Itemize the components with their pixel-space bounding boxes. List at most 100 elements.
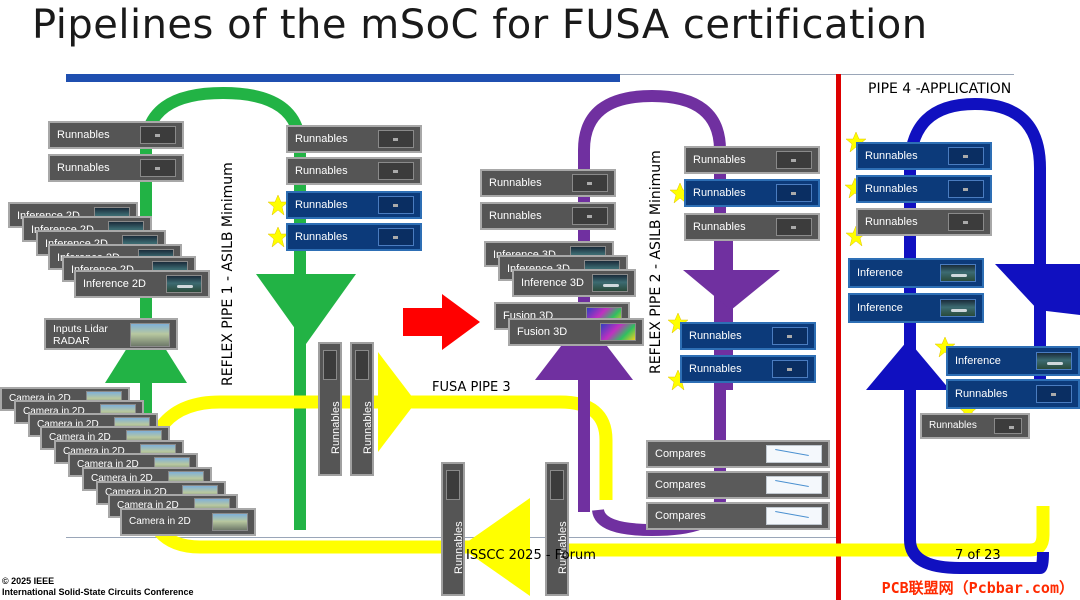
- runnables-block: Runnables: [286, 157, 422, 185]
- star-group: [267, 131, 979, 421]
- block-label: Fusion 3D: [517, 326, 568, 338]
- thumbnail: [994, 418, 1022, 434]
- block-label: Inference 3D: [521, 277, 584, 289]
- block-label: Camera in 2D: [117, 500, 179, 511]
- block-label: Camera in 2D: [91, 473, 153, 484]
- pipe-1-arrow-down: [256, 274, 356, 344]
- block-label: Runnables: [330, 401, 342, 454]
- pipe-3-bottom: [560, 506, 1050, 557]
- runnables-vertical-block: Runnables: [350, 342, 374, 476]
- runnables-block: Runnables: [684, 146, 820, 174]
- inference-block: Inference: [848, 258, 984, 288]
- pipe-4-arrow-up: [866, 340, 950, 390]
- thumbnail: [378, 196, 414, 214]
- runnables-block-safety: Runnables: [286, 223, 422, 251]
- thumbnail: [1036, 352, 1072, 370]
- star-4: [667, 312, 689, 334]
- runnables-vertical-block: Runnables: [318, 342, 342, 476]
- forum-footer: ISSCC 2025 - Forum: [466, 548, 596, 563]
- block-label: Runnables: [57, 129, 110, 141]
- block-label: Runnables: [57, 162, 110, 174]
- inference-3d-block: Inference 3D: [512, 269, 636, 297]
- red-arrow: [403, 294, 480, 350]
- compares-block: Compares: [646, 502, 830, 530]
- thumbnail: [940, 299, 976, 317]
- block-label: Runnables: [489, 210, 542, 222]
- pipe-2-loop: [578, 89, 726, 537]
- inference-block: Inference: [848, 293, 984, 323]
- reflex-pipe-2-label: REFLEX PIPE 2 - ASILB Minimum: [648, 150, 664, 374]
- runnables-block-safety: Runnables: [680, 355, 816, 383]
- block-label: Camera in 2D: [129, 516, 191, 527]
- runnables-vertical-block: Runnables: [545, 462, 569, 596]
- thumbnail: [776, 151, 812, 169]
- block-label-line-2: RADAR: [53, 335, 90, 347]
- thumbnail: [1036, 385, 1072, 403]
- thumbnail: [355, 350, 369, 380]
- block-label: Runnables: [295, 199, 348, 211]
- runnables-block: Runnables: [920, 413, 1030, 439]
- thumbnail: [776, 184, 812, 202]
- pipe-4-bottom: [904, 539, 1049, 574]
- runnables-block-safety: Runnables: [946, 379, 1080, 409]
- block-label: Camera in 2D: [37, 419, 99, 430]
- conference-name: International Solid-State Circuits Confe…: [2, 587, 194, 597]
- page-number: 7 of 23: [955, 548, 1001, 563]
- block-label: Inference: [955, 355, 1001, 367]
- runnables-block: Runnables: [286, 125, 422, 153]
- thumbnail: [940, 264, 976, 282]
- block-label: Runnables: [362, 401, 374, 454]
- block-label: Camera in 2D: [63, 446, 125, 457]
- block-label: Camera in 2D: [23, 406, 85, 417]
- block-label: Compares: [655, 510, 706, 522]
- top-gray-rule: [620, 74, 1014, 75]
- block-label: Compares: [655, 448, 706, 460]
- pipe-4-label: PIPE 4 -APPLICATION: [868, 81, 1012, 97]
- runnables-vertical-block: Runnables: [441, 462, 465, 596]
- runnables-block-safety: Runnables: [286, 191, 422, 219]
- block-label: Runnables: [693, 221, 746, 233]
- thumbnail: [572, 174, 608, 192]
- block-label: Runnables: [693, 154, 746, 166]
- block-label: Camera in 2D: [9, 393, 71, 404]
- runnables-block-safety: Runnables: [856, 142, 992, 170]
- runnables-block: Runnables: [48, 154, 184, 182]
- thumbnail: [140, 159, 176, 177]
- thumbnail: [600, 323, 636, 341]
- pipe-2-arrow-down: [683, 270, 780, 310]
- slide-title: Pipelines of the mSoC for FUSA certifica…: [32, 2, 928, 48]
- runnables-block: Runnables: [48, 121, 184, 149]
- block-label-line-1: Inputs Lidar: [53, 323, 108, 335]
- block-label: Runnables: [453, 521, 465, 574]
- block-label: Camera in 2D: [49, 432, 111, 443]
- inputs-lidar-radar-block: Inputs Lidar RADAR: [44, 318, 178, 350]
- inference-block: Inference: [946, 346, 1080, 376]
- thumbnail: [130, 323, 170, 347]
- star-9: [934, 336, 956, 358]
- thumbnail: [772, 327, 808, 345]
- thumbnail: [772, 360, 808, 378]
- compares-block: Compares: [646, 440, 830, 468]
- thumbnail: [550, 470, 564, 500]
- block-label: Runnables: [865, 216, 918, 228]
- runnables-block: Runnables: [856, 208, 992, 236]
- block-label: Camera in 2D: [77, 459, 139, 470]
- runnables-block-safety: Runnables: [856, 175, 992, 203]
- red-divider: [836, 74, 841, 600]
- compares-block: Compares: [646, 471, 830, 499]
- block-label: Runnables: [929, 420, 977, 431]
- block-label: Runnables: [865, 150, 918, 162]
- block-label: Runnables: [689, 363, 742, 375]
- block-label: Runnables: [295, 231, 348, 243]
- thumbnail: [378, 130, 414, 148]
- block-label: Runnables: [865, 183, 918, 195]
- star-2: [267, 226, 289, 248]
- block-label: Runnables: [693, 187, 746, 199]
- thumbnail: [166, 275, 202, 293]
- thumbnail: [378, 228, 414, 246]
- plot-thumbnail: [766, 476, 822, 494]
- camera-2d-block: Camera in 2D: [120, 508, 256, 536]
- block-label: Runnables: [955, 388, 1008, 400]
- plot-thumbnail: [766, 507, 822, 525]
- runnables-block: Runnables: [684, 213, 820, 241]
